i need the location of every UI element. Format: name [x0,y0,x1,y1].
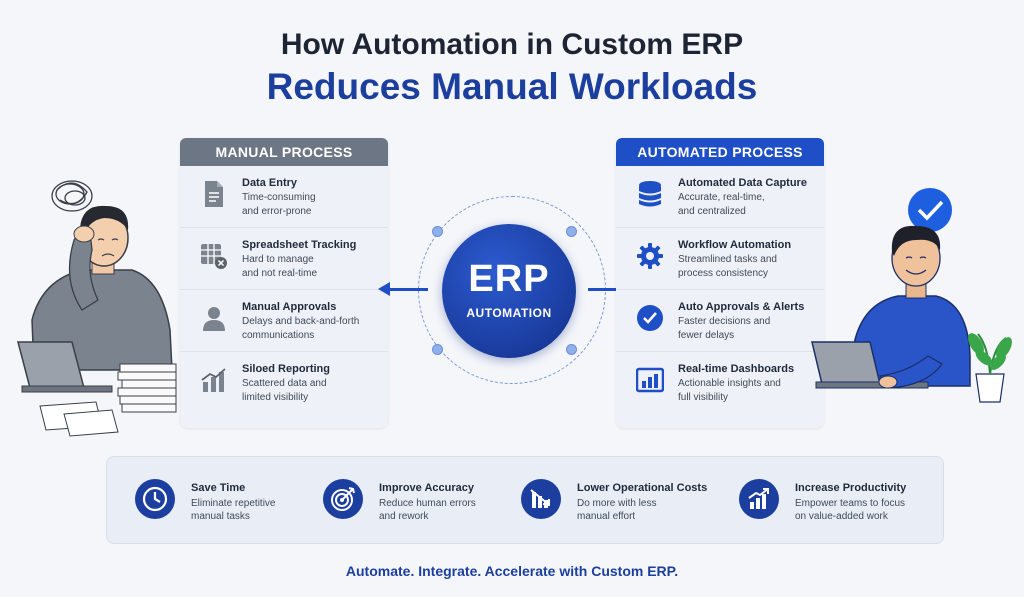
growth-chart-icon [739,479,779,519]
row-desc: fewer delays [678,330,735,341]
dashboard-icon [636,366,664,394]
row-desc: full visibility [678,392,729,403]
manual-process-header: MANUAL PROCESS [180,138,388,166]
row-desc: Actionable insights and [678,378,781,389]
check-circle-icon [636,304,664,332]
benefit-desc-line: Do more with less [577,498,657,509]
row-desc: communications [242,330,315,341]
person-icon [200,304,228,332]
auto-item-dashboards: Real-time Dashboards Actionable insights… [616,352,824,414]
row-title: Workflow Automation [678,239,792,251]
benefit-desc-line: manual effort [577,511,636,522]
row-desc: Delays and back-and-forth [242,316,360,327]
row-desc: Accurate, real-time, [678,192,765,203]
manual-item-data-entry: Data Entry Time-consuming and error-pron… [180,166,388,228]
title-line-2: Reduces Manual Workloads [266,66,758,107]
benefit-increase-productivity: Increase Productivity Empower teams to f… [739,457,939,545]
auto-item-approvals: Auto Approvals & Alerts Faster decisions… [616,290,824,352]
row-title: Auto Approvals & Alerts [678,301,805,313]
row-title: Real-time Dashboards [678,363,795,375]
row-desc: Scattered data and [242,378,327,389]
benefit-save-time: Save Time Eliminate repetitive manual ta… [135,457,325,545]
row-title: Manual Approvals [242,301,337,313]
auto-item-workflow: Workflow Automation Streamlined tasks an… [616,228,824,290]
benefit-desc-line: Reduce human errors [379,498,476,509]
ring-node [432,226,443,237]
benefit-desc-line: on value-added work [795,511,888,522]
row-desc: process consistency [678,268,769,279]
spreadsheet-icon [200,242,228,270]
erp-automation-hub: ERP AUTOMATION [442,224,576,358]
arrow-left-line [388,288,428,291]
database-icon [636,180,664,208]
clock-icon [135,479,175,519]
benefits-bar: Save Time Eliminate repetitive manual ta… [106,456,944,544]
benefit-title: Improve Accuracy [379,482,474,494]
benefit-desc-line: manual tasks [191,511,250,522]
row-title: Automated Data Capture [678,177,807,189]
arrow-right-line [588,288,620,291]
benefit-desc: Do more with less manual effort [577,497,717,523]
benefit-desc: Reduce human errors and rework [379,497,519,523]
row-desc: limited visibility [242,392,309,403]
row-title: Siloed Reporting [242,363,330,375]
benefit-desc: Eliminate repetitive manual tasks [191,497,331,523]
automation-label: AUTOMATION [466,306,552,320]
bar-chart-icon [200,366,228,394]
benefit-title: Save Time [191,482,246,494]
arrow-left-icon [378,282,390,296]
benefit-desc-line: Eliminate repetitive [191,498,276,509]
cost-down-icon [521,479,561,519]
confusion-scribble-icon [51,180,93,212]
benefit-lower-costs: Lower Operational Costs Do more with les… [521,457,721,545]
stressed-worker-illustration [17,180,177,437]
benefit-title: Lower Operational Costs [577,482,708,494]
tagline: Automate. Integrate. Accelerate with Cus… [345,563,679,579]
row-desc: and error-prone [242,206,312,217]
erp-label: ERP [468,258,550,300]
document-icon [200,180,228,208]
manual-item-spreadsheet: Spreadsheet Tracking Hard to manage and … [180,228,388,290]
target-icon [323,479,363,519]
automated-process-panel: AUTOMATED PROCESS Automated Data Capture… [616,138,824,428]
row-desc: Streamlined tasks and [678,254,777,265]
manual-process-panel: MANUAL PROCESS Data Entry Time-consuming… [180,138,388,428]
benefit-desc: Empower teams to focus on value-added wo… [795,497,935,523]
manual-item-reporting: Siloed Reporting Scattered data and limi… [180,352,388,414]
row-title: Spreadsheet Tracking [242,239,357,251]
benefit-improve-accuracy: Improve Accuracy Reduce human errors and… [323,457,523,545]
title-line-1: How Automation in Custom ERP [280,28,744,61]
row-desc: and not real-time [242,268,318,279]
benefit-desc-line: and rework [379,511,429,522]
happy-worker-illustration [811,188,1012,403]
automated-process-header: AUTOMATED PROCESS [616,138,824,166]
auto-item-data-capture: Automated Data Capture Accurate, real-ti… [616,166,824,228]
ring-node [432,344,443,355]
row-desc: and centralized [678,206,746,217]
benefit-title: Increase Productivity [795,482,907,494]
ring-node [566,226,577,237]
row-desc: Hard to manage [242,254,314,265]
ring-node [566,344,577,355]
benefit-desc-line: Empower teams to focus [795,498,906,509]
plant-icon [968,333,1012,403]
manual-item-approvals: Manual Approvals Delays and back-and-for… [180,290,388,352]
gear-icon [636,242,664,270]
row-title: Data Entry [242,177,298,189]
success-check-icon [908,188,952,232]
row-desc: Faster decisions and [678,316,771,327]
row-desc: Time-consuming [242,192,316,203]
